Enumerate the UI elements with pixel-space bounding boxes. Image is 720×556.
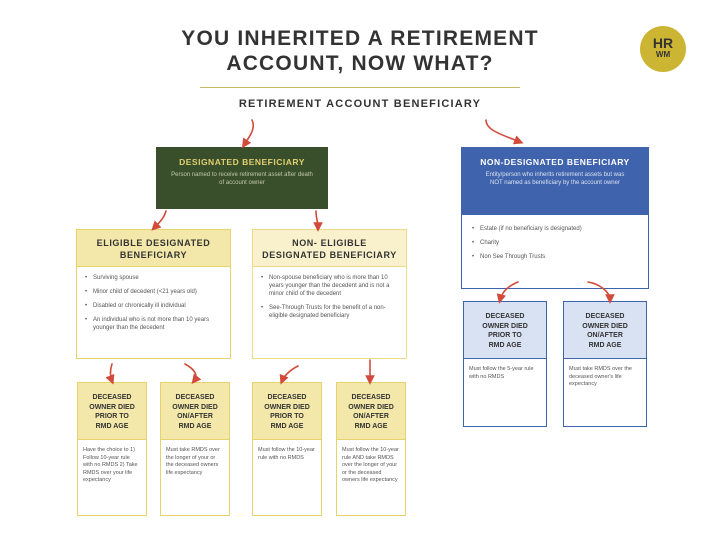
eligible-designated-box: ELIGIBLE DESIGNATED BENEFICIARY [76,229,231,267]
title-line-1: YOU INHERITED A RETIREMENT [181,27,539,50]
leaf-heading-line: DECEASED [267,394,307,401]
title-line-2: ACCOUNT, NOW WHAT? [226,52,494,75]
logo: HR WM [640,26,686,72]
leaf-heading-line: OWNER DIED [582,322,628,330]
list-item: Disabled or chronically ill individual [85,302,222,310]
list-item: Surviving spouse [85,274,222,282]
non-designated-prior-rmd-box: DECEASED OWNER DIED PRIOR TO RMD AGE Mus… [463,301,547,427]
leaf-heading-line: PRIOR TO [488,332,522,339]
leaf-heading-line: DECEASED [585,313,625,320]
designated-beneficiary-box: DESIGNATED BENEFICIARY Person named to r… [156,147,328,209]
leaf-heading-line: RMD AGE [270,422,304,430]
non-designated-list: Estate (if no beneficiary is designated)… [461,215,649,289]
leaf-heading-line: ON/AFTER [177,413,213,420]
leaf-heading-line: RMD AGE [488,341,522,349]
eligible-list: Surviving spouse Minor child of decedent… [76,267,231,359]
designated-heading: DESIGNATED BENEFICIARY [179,157,305,167]
leaf-heading-line: RMD AGE [178,422,212,430]
leaf-heading-line: OWNER DIED [264,403,310,411]
non-eligible-prior-rmd-box: DECEASED OWNER DIED PRIOR TO RMD AGE Mus… [252,382,322,516]
arrow-root-to-non-designated [485,119,524,145]
leaf-heading-line: PRIOR TO [95,413,129,420]
leaf-description: Must follow the 10-year rule AND take RM… [336,440,406,516]
leaf-heading-line: OWNER DIED [348,403,394,411]
non-eligible-heading-2: DESIGNATED BENEFICIARY [262,250,397,260]
leaf-heading: DECEASED OWNER DIED ON/AFTER RMD AGE [336,382,406,440]
title-divider [200,87,520,88]
non-eligible-heading-1: NON- ELIGIBLE [292,238,367,248]
list-item: Minor child of decedent (<21 years old) [85,288,222,296]
eligible-heading-2: BENEFICIARY [119,250,188,260]
leaf-heading-line: DECEASED [485,313,525,320]
list-item: Charity [472,239,638,247]
non-designated-description: Entity/person who inherits retirement as… [485,172,625,186]
leaf-heading-line: RMD AGE [95,422,129,430]
leaf-heading-line: DECEASED [351,394,391,401]
designated-description: Person named to receive retirement asset… [171,172,313,186]
leaf-heading-line: ON/AFTER [587,332,623,339]
leaf-description: Must follow the 5-year rule with no RMDS [463,359,547,427]
leaf-heading: DECEASED OWNER DIED PRIOR TO RMD AGE [463,301,547,359]
leaf-heading-line: RMD AGE [588,341,622,349]
leaf-description: Have the choice to 1) Follow 10-year rul… [77,440,147,516]
non-designated-after-rmd-box: DECEASED OWNER DIED ON/AFTER RMD AGE Mus… [563,301,647,427]
arrow-eligible-to-prior [105,363,115,385]
leaf-heading-line: OWNER DIED [172,403,218,411]
leaf-heading-line: OWNER DIED [89,403,135,411]
non-eligible-list: Non-spouse beneficiary who is more than … [252,267,407,359]
leaf-heading: DECEASED OWNER DIED PRIOR TO RMD AGE [252,382,322,440]
eligible-after-rmd-box: DECEASED OWNER DIED ON/AFTER RMD AGE Mus… [160,382,230,516]
leaf-description: Must take RMDS over the longer of your o… [160,440,230,516]
arrow-root-to-designated [241,119,255,149]
list-item: Non-spouse beneficiary who is more than … [261,274,398,298]
list-item: An individual who is not more than 10 ye… [85,316,222,332]
leaf-heading-line: OWNER DIED [482,322,528,330]
arrow-eligible-to-after [184,363,202,385]
non-designated-heading: NON-DESIGNATED BENEFICIARY [480,157,630,167]
leaf-description: Must take RMDS over the deceased owner's… [563,359,647,427]
logo-line-2: WM [655,50,671,59]
non-eligible-designated-box: NON- ELIGIBLE DESIGNATED BENEFICIARY [252,229,407,267]
leaf-heading: DECEASED OWNER DIED PRIOR TO RMD AGE [77,382,147,440]
arrow-designated-to-eligible [151,210,167,231]
eligible-heading-1: ELIGIBLE DESIGNATED [96,238,211,248]
leaf-heading: DECEASED OWNER DIED ON/AFTER RMD AGE [563,301,647,359]
leaf-heading-line: RMD AGE [354,422,388,430]
leaf-heading-line: ON/AFTER [353,413,389,420]
list-item: Non See Through Trusts [472,253,638,261]
arrow-non-eligible-to-prior [279,365,299,385]
arrow-designated-to-non-eligible [313,210,323,232]
leaf-description: Must follow the 10-year rule with no RMD… [252,440,322,516]
leaf-heading-line: PRIOR TO [270,413,304,420]
leaf-heading-line: DECEASED [175,394,215,401]
root-node: RETIREMENT ACCOUNT BENEFICIARY [238,98,482,110]
non-eligible-after-rmd-box: DECEASED OWNER DIED ON/AFTER RMD AGE Mus… [336,382,406,516]
non-designated-beneficiary-box: NON-DESIGNATED BENEFICIARY Entity/person… [461,147,649,215]
list-item: See-Through Trusts for the benefit of a … [261,304,398,320]
leaf-heading-line: DECEASED [92,394,132,401]
leaf-heading: DECEASED OWNER DIED ON/AFTER RMD AGE [160,382,230,440]
eligible-prior-rmd-box: DECEASED OWNER DIED PRIOR TO RMD AGE Hav… [77,382,147,516]
page-title: YOU INHERITED A RETIREMENT ACCOUNT, NOW … [150,26,570,76]
list-item: Estate (if no beneficiary is designated) [472,225,638,233]
logo-line-1: HR [652,35,674,51]
